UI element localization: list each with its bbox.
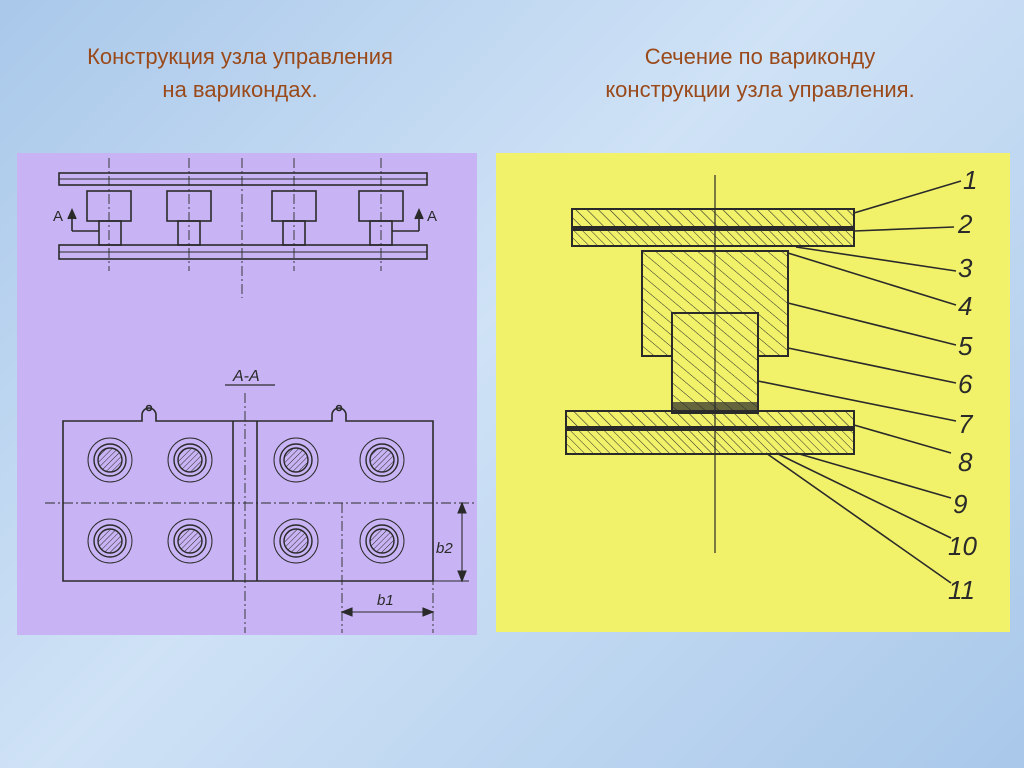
top-electrode-layer (571, 229, 855, 247)
varicond-circle (87, 437, 133, 483)
callout-1: 1 (963, 165, 977, 195)
callout-numbers: 1 2 3 4 5 6 7 8 9 10 11 (948, 165, 977, 605)
dimension-b1 (340, 607, 435, 617)
title-left-line2: на варикондах. (162, 77, 318, 102)
assembly-drawing: A A A-A (45, 158, 477, 633)
bottom-electrode-layer (565, 429, 855, 455)
title-left: Конструкция узла управления на вариконда… (20, 40, 460, 106)
dimension-b2-label: b2 (436, 540, 453, 557)
top-plate-section (571, 208, 855, 228)
callout-6: 6 (958, 369, 973, 399)
varicond-circle (359, 518, 405, 564)
varicond-circle (167, 437, 213, 483)
varicond-circle (273, 437, 319, 483)
leader-lines (757, 180, 962, 584)
callout-10: 10 (948, 531, 977, 561)
dimension-b1-label: b1 (377, 592, 394, 609)
bottom-plate-section (565, 410, 855, 428)
callout-9: 9 (953, 489, 967, 519)
cross-section-panel: 1 2 3 4 5 6 7 8 9 10 11 (496, 153, 1010, 632)
section-body (565, 208, 855, 455)
title-right-line1: Сечение по вариконду (644, 44, 876, 69)
callout-8: 8 (958, 447, 973, 477)
varicond-grid (87, 437, 405, 564)
varicond-circle (273, 518, 319, 564)
plan-view-plate (62, 404, 434, 582)
section-title: A-A (232, 368, 260, 385)
varicond-circle (87, 518, 133, 564)
callout-2: 2 (957, 209, 973, 239)
section-mark-left: A (53, 208, 63, 225)
callout-11: 11 (948, 575, 975, 605)
title-right: Сечение по вариконду конструкции узла уп… (500, 40, 1020, 106)
cross-section-drawing: 1 2 3 4 5 6 7 8 9 10 11 (565, 165, 977, 605)
title-left-line1: Конструкция узла управления (87, 44, 393, 69)
section-mark-right: A (427, 208, 437, 225)
section-arrow-right (392, 208, 424, 232)
varicond-circle (167, 518, 213, 564)
assembly-drawing-panel: A A A-A (17, 153, 477, 635)
callout-4: 4 (958, 291, 972, 321)
section-arrow-left (67, 208, 99, 232)
dimension-b2 (433, 501, 469, 583)
varicond-circle (359, 437, 405, 483)
title-right-line2: конструкции узла управления. (605, 77, 915, 102)
callout-3: 3 (958, 253, 973, 283)
callout-5: 5 (958, 331, 973, 361)
callout-7: 7 (958, 409, 974, 439)
